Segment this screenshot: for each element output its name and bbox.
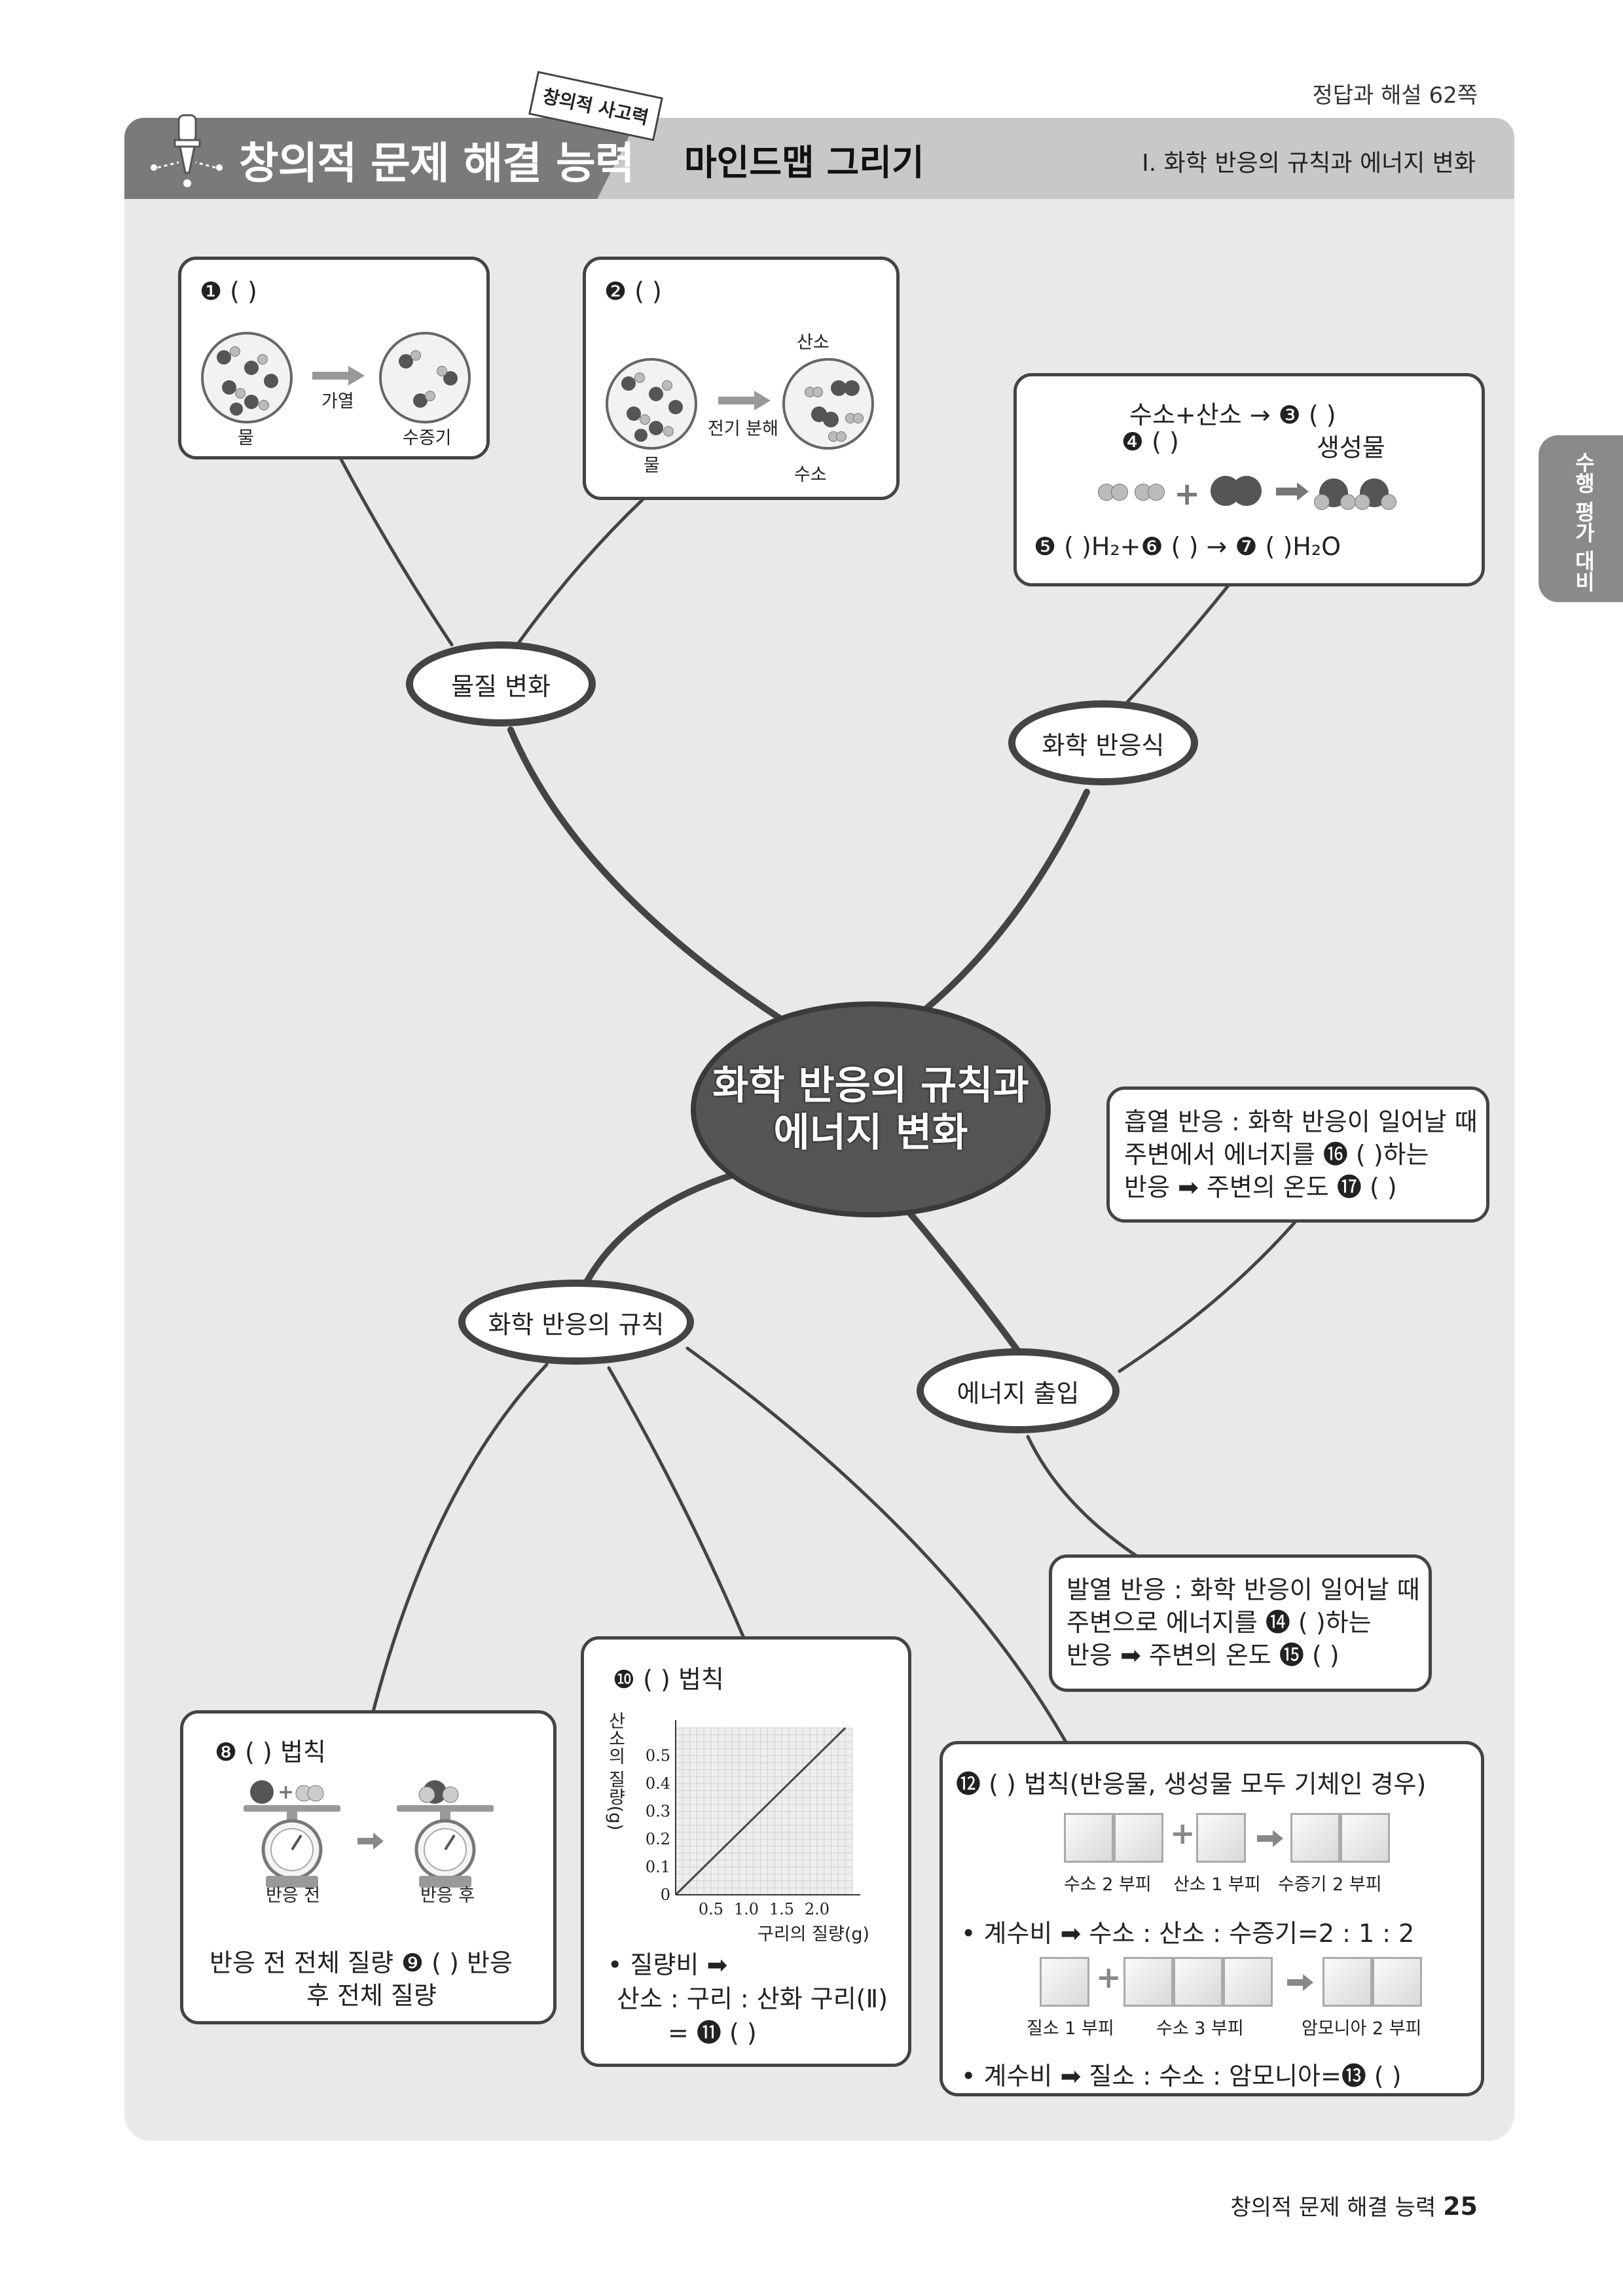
- mass-ratio-chart: 0.5 1.0 1.5 2.0 0 0.1 0.2 0.3 0.4 0.5: [646, 1720, 860, 1918]
- coefficient-ratio-1: • 계수비 ➡ 수소 : 산소 : 수증기=2 : 1 : 2: [961, 1919, 1415, 1948]
- chart-y-tick: 0.4: [646, 1774, 670, 1793]
- arrow-icon: [357, 1833, 384, 1850]
- arrow-icon: [312, 366, 365, 386]
- exo-line-2: 주변으로 에너지를 ⓮ ( )하는: [1067, 1608, 1372, 1637]
- mass-text-2: 후 전체 질량: [306, 1981, 437, 2010]
- blank-2-label: ❷ ( ): [604, 277, 662, 306]
- label-o2-volume: 산소 1 부피: [1173, 1874, 1261, 1895]
- page-footer: 창의적 문제 해결 능력 25: [1230, 2189, 1478, 2221]
- node-matter-change: 물질 변화: [406, 641, 596, 726]
- footer-text: 창의적 문제 해결 능력: [1230, 2195, 1436, 2221]
- endo-line-2: 주변에서 에너지를 ⓰ ( )하는: [1124, 1140, 1429, 1169]
- label-water: 물: [644, 456, 660, 476]
- box-gas-volume: ⓬ ( ) 법칙(반응물, 생성물 모두 기체인 경우) + 수소 2 부피 산…: [939, 1741, 1484, 2096]
- ratio-line: 산소 : 구리 : 산화 구리(Ⅱ): [617, 1984, 888, 2013]
- chart-y-tick: 0.1: [646, 1858, 670, 1876]
- unit-label: Ⅰ. 화학 반응의 규칙과 에너지 변화: [1142, 150, 1476, 177]
- svg-text:+: +: [278, 1781, 294, 1804]
- endo-line-1: 흡열 반응 : 화학 반응이 일어날 때: [1124, 1107, 1478, 1136]
- center-topic: 화학 반응의 규칙과 에너지 변화: [691, 1001, 1051, 1217]
- ratio-label: • 질량비 ➡: [608, 1950, 728, 1979]
- center-line-1: 화학 반응의 규칙과: [712, 1063, 1029, 1109]
- chart-y-tick: 0.2: [646, 1830, 670, 1848]
- product-particles: [782, 358, 874, 450]
- box-mass-conservation: ❽ ( ) 법칙 + 반응 전 반응 후 반응 전 전체 질량 ❾ ( ) 반응…: [180, 1710, 556, 2024]
- scale-before-icon: +: [244, 1780, 340, 1888]
- arrow-icon: [1257, 1830, 1283, 1847]
- equation-line-3: ❺ ( )H₂+❻ ( ) → ❼ ( )H₂O: [1034, 532, 1341, 561]
- box-chemical-change: ❷ ( ) 산소 전기 분해 물 수소: [583, 257, 900, 500]
- label-after: 반응 후: [420, 1886, 475, 1906]
- label-h2-volume: 수소 2 부피: [1064, 1874, 1152, 1895]
- arrow-icon: [1287, 1974, 1313, 1991]
- arrow-label-heat: 가열: [321, 391, 354, 412]
- chart-x-tick: 2.0: [805, 1900, 830, 1918]
- node-chemical-equation: 화학 반응식: [1008, 700, 1198, 785]
- water-particles: [606, 358, 697, 450]
- dropper-icon: [151, 114, 223, 187]
- exo-line-1: 발열 반응 : 화학 반응이 일어날 때: [1067, 1575, 1420, 1604]
- answer-reference: 정답과 해설 62쪽: [1312, 82, 1478, 109]
- chart-y-tick: 0: [661, 1886, 670, 1904]
- label-n2-volume: 질소 1 부피: [1027, 2018, 1114, 2039]
- equation-line-1: 수소+산소 → ❸ ( ): [1129, 401, 1336, 429]
- side-tab: [1539, 435, 1623, 602]
- page-subtitle: 마인드맵 그리기: [684, 142, 924, 183]
- chart-y-label: 산소의 질량(g): [605, 1712, 625, 1831]
- mass-text-1: 반응 전 전체 질량 ❾ ( ) 반응: [210, 1948, 513, 1977]
- chart-series-line: [674, 1727, 847, 1896]
- label-hydrogen: 수소: [794, 465, 827, 485]
- equation-line-2a: ❹ ( ): [1122, 427, 1179, 456]
- chart-y-tick: 0.3: [646, 1803, 670, 1821]
- chart-x-label: 구리의 질량(g): [757, 1924, 869, 1945]
- blank-12-label: ⓬ ( ) 법칙(반응물, 생성물 모두 기체인 경우): [956, 1770, 1427, 1799]
- label-oxygen: 산소: [797, 332, 830, 353]
- page-title: 창의적 문제 해결 능력: [239, 138, 634, 188]
- label-water: 물: [238, 428, 254, 448]
- box-exothermic: 발열 반응 : 화학 반응이 일어날 때 주변으로 에너지를 ⓮ ( )하는 반…: [1049, 1554, 1432, 1692]
- center-line-2: 에너지 변화: [773, 1110, 968, 1156]
- equation-line-2b: 생성물: [1317, 433, 1385, 462]
- arrow-icon: [718, 391, 771, 410]
- reactant-molecules: +: [1098, 476, 1396, 515]
- page-number: 25: [1443, 2192, 1478, 2221]
- blank-1-label: ❶ ( ): [200, 277, 257, 306]
- endo-line-3: 반응 ➡ 주변의 온도 ⓱ ( ): [1124, 1173, 1397, 1202]
- blank-10-label: ❿ ( ) 법칙: [613, 1665, 724, 1694]
- chart-x-tick: 1.0: [734, 1900, 759, 1918]
- chart-x-tick: 1.5: [769, 1900, 794, 1918]
- header-title-bg: [124, 118, 638, 199]
- box-chemical-equation: 수소+산소 → ❸ ( ) ❹ ( ) 생성물 + ❺ ( )H₂+❻ ( ) …: [1013, 373, 1485, 586]
- label-vapor: 수증기: [403, 428, 452, 448]
- coefficient-ratio-2: • 계수비 ➡ 질소 : 수소 : 암모니아=⓭ ( ): [961, 2062, 1402, 2090]
- label-vapor-volume: 수증기 2 부피: [1278, 1874, 1382, 1895]
- reaction-row-2: +: [1040, 1957, 1446, 2016]
- label-ammonia-volume: 암모니아 2 부피: [1302, 2018, 1422, 2039]
- box-endothermic: 흡열 반응 : 화학 반응이 일어날 때 주변에서 에너지를 ⓰ ( )하는 반…: [1106, 1086, 1489, 1223]
- scale-after-icon: [397, 1780, 494, 1888]
- water-particles-gas: [379, 332, 471, 423]
- label-h2-volume-2: 수소 3 부피: [1156, 2018, 1244, 2039]
- ratio-answer: = ⓫ ( ): [668, 2018, 757, 2047]
- chart-y-tick: 0.5: [646, 1747, 670, 1765]
- side-tab-label: 수행 평가 대비: [1571, 452, 1596, 592]
- node-energy: 에너지 출입: [917, 1348, 1120, 1433]
- reaction-row-1: +: [1064, 1813, 1431, 1872]
- water-particles-liquid: [201, 332, 293, 423]
- box-state-change: ❶ ( ) 가열 물 수증기: [178, 257, 490, 459]
- blank-8-label: ❽ ( ) 법칙: [215, 1738, 326, 1767]
- arrow-icon: [1276, 482, 1309, 501]
- chart-x-tick: 0.5: [699, 1900, 723, 1918]
- label-before: 반응 전: [266, 1886, 321, 1906]
- exo-line-3: 반응 ➡ 주변의 온도 ⓯ ( ): [1067, 1641, 1340, 1670]
- arrow-label-electrolysis: 전기 분해: [708, 419, 778, 439]
- node-reaction-rules: 화학 반응의 규칙: [458, 1280, 694, 1365]
